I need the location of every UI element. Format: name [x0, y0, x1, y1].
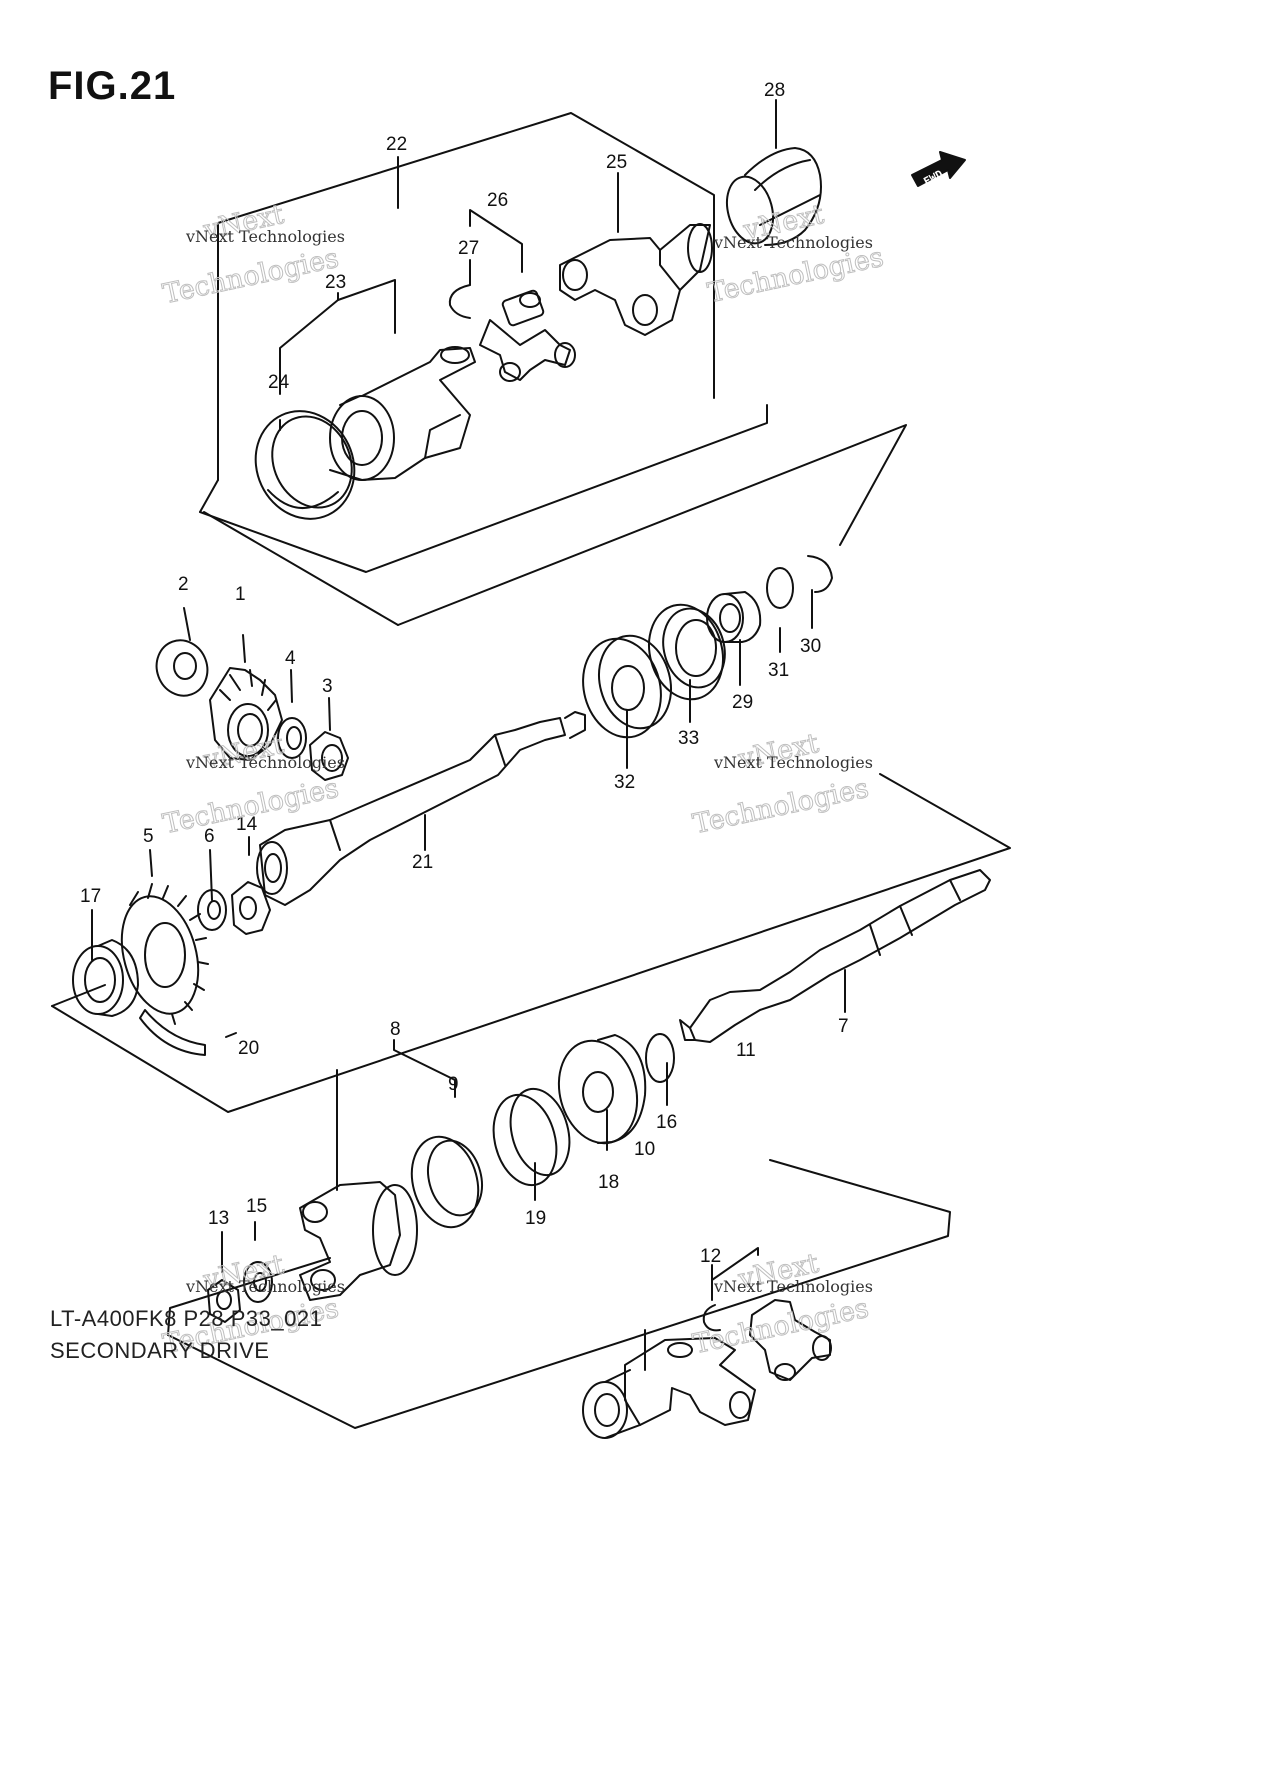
label-part-19: 19: [525, 1208, 546, 1229]
part-4-washer: [277, 717, 307, 759]
part-21-drive-shaft: [256, 711, 586, 906]
label-part-2: 2: [178, 574, 189, 595]
watermark-3-text: vNext Technologies: [185, 753, 345, 772]
part-27-circlip: [448, 284, 471, 319]
label-part-24: 24: [268, 372, 290, 393]
part-24-oil-seal: [254, 410, 356, 520]
part-30-circlip: [807, 555, 833, 593]
label-part-30: 30: [800, 636, 821, 657]
watermark-4: Technologies vNext vNext Technologies: [690, 727, 873, 840]
watermark-4-big: Technologies: [690, 773, 871, 840]
label-part-16: 16: [656, 1112, 677, 1133]
watermark-6-big: Technologies: [690, 1293, 871, 1360]
part-2-washer: [155, 639, 209, 697]
label-part-6: 6: [204, 826, 215, 847]
group-box-lower: [167, 1257, 331, 1336]
label-part-14: 14: [236, 814, 258, 835]
label-part-13: 13: [208, 1208, 229, 1229]
label-part-10: 10: [634, 1139, 655, 1160]
part-25-yoke: [559, 223, 713, 336]
label-part-32: 32: [614, 772, 635, 793]
label-part-33: 33: [678, 728, 699, 749]
label-part-17: 17: [80, 886, 101, 907]
label-part-12: 12: [700, 1246, 721, 1267]
label-part-21: 21: [412, 852, 433, 873]
part-11-spider: [749, 1299, 832, 1381]
label-part-8: 8: [390, 1019, 401, 1040]
part-9-seal: [410, 1135, 483, 1229]
part-6-washer: [197, 889, 227, 931]
part-1-bevel-gear: [209, 667, 283, 761]
group-box-middle: [203, 511, 399, 626]
watermark-6-text: vNext Technologies: [713, 1277, 873, 1296]
part-15-washer: [243, 1261, 273, 1303]
fwd-arrow-icon: [911, 151, 966, 187]
watermark-4-text: vNext Technologies: [713, 753, 873, 772]
label-part-7: 7: [838, 1016, 849, 1037]
label-part-3: 3: [322, 676, 333, 697]
part-5-gear: [120, 883, 209, 1025]
watermark-5-text: vNext Technologies: [185, 1277, 345, 1296]
part-29-spacer: [706, 591, 762, 643]
part-19-ring: [492, 1087, 571, 1187]
label-part-15: 15: [246, 1196, 267, 1217]
part-7-secondary-shaft: [679, 869, 991, 1043]
part-labels: 1 2 3 4 5 6 7 8 9 10 11 12 13 14 15 16 1…: [80, 80, 849, 1267]
label-part-22: 22: [386, 134, 407, 155]
figure-title: FIG.21: [48, 64, 177, 108]
part-14-nut: [231, 881, 271, 935]
part-23-yoke: [329, 346, 476, 481]
part-10-yoke: [582, 1337, 756, 1439]
label-part-29: 29: [732, 692, 753, 713]
part-28-boot: [725, 147, 822, 246]
label-part-18: 18: [598, 1172, 619, 1193]
label-part-31: 31: [768, 660, 789, 681]
model-code: LT-A400FK8 P28 P33_021: [50, 1306, 323, 1331]
watermark-2-text: vNext Technologies: [713, 233, 873, 252]
label-part-28: 28: [764, 80, 785, 101]
label-part-23: 23: [325, 272, 346, 293]
label-part-5: 5: [143, 826, 154, 847]
part-13-nut: [207, 1279, 241, 1323]
section-name: SECONDARY DRIVE: [50, 1338, 270, 1363]
part-12-circlip: [702, 1304, 721, 1332]
part-18-bearing: [557, 1034, 647, 1145]
watermark-2: Technologies vNext vNext Technologies: [704, 199, 886, 310]
watermark-1-text: vNext Technologies: [185, 227, 345, 246]
part-20-clip: [139, 1009, 206, 1056]
label-part-25: 25: [606, 152, 627, 173]
watermark-1: Technologies vNext vNext Technologies: [160, 199, 345, 311]
part-33-seal: [648, 603, 726, 701]
part-17-bearing: [72, 939, 139, 1017]
part-32-bearing: [582, 634, 672, 739]
label-part-9: 9: [448, 1074, 459, 1095]
part-16-ring: [645, 1033, 675, 1083]
group-box-upper: [217, 112, 715, 481]
part-26-spider: [479, 289, 576, 382]
label-part-11: 11: [736, 1040, 756, 1061]
part-31-ring: [766, 567, 794, 609]
label-part-27: 27: [458, 238, 479, 259]
label-part-1: 1: [235, 584, 246, 605]
watermark-1-big: Technologies: [160, 243, 341, 310]
group-box-upper-base: [199, 404, 768, 573]
label-part-20: 20: [238, 1038, 259, 1059]
part-3-nut: [309, 731, 349, 781]
label-part-26: 26: [487, 190, 508, 211]
part-8-yoke: [299, 1181, 418, 1301]
label-part-4: 4: [285, 648, 296, 669]
